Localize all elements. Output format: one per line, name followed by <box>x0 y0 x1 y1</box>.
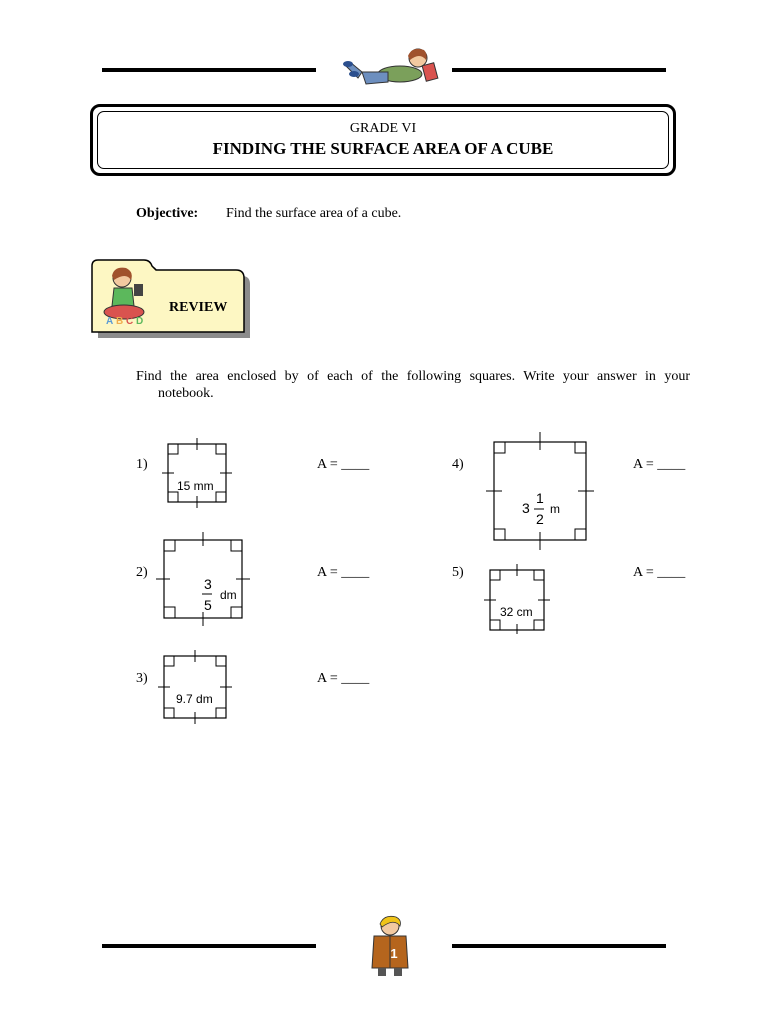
problem-4-number: 4) <box>452 457 464 472</box>
objective-label: Objective: <box>136 206 199 221</box>
problem-1-side-label: 15 mm <box>177 479 214 493</box>
girl-writing-icon: A B C D <box>103 267 145 326</box>
instructions-line-1: Find the area enclosed by of each of the… <box>136 369 690 384</box>
top-rule-left <box>102 68 316 72</box>
problem-4-answer: A = ____ <box>633 457 686 472</box>
problem-1-square <box>162 438 232 508</box>
bottom-rule-right <box>452 944 666 948</box>
problem-1-answer: A = ____ <box>317 457 370 472</box>
top-rule-right <box>452 68 666 72</box>
grade-label: GRADE VI <box>349 121 417 136</box>
boy-reading-book-icon <box>371 915 409 976</box>
title-box: GRADE VI FINDING THE SURFACE AREA OF A C… <box>90 104 676 176</box>
girl-reading-lying-icon <box>343 48 439 85</box>
problem-4-numerator: 1 <box>536 490 544 506</box>
problem-1-number: 1) <box>136 457 148 472</box>
problem-2-denominator: 5 <box>204 597 212 613</box>
problem-2-number: 2) <box>136 565 148 580</box>
instructions: Find the area enclosed by of each of the… <box>136 368 690 402</box>
problem-4-denominator: 2 <box>536 511 544 527</box>
problem-2-answer: A = ____ <box>317 565 370 580</box>
problem-3-side-label: 9.7 dm <box>176 692 213 706</box>
objective-text: Find the surface area of a cube. <box>226 206 402 221</box>
problem-4-square <box>486 432 594 550</box>
problem-4-unit: m <box>550 502 560 516</box>
page-title: FINDING THE SURFACE AREA OF A CUBE <box>212 139 554 158</box>
problem-4-whole: 3 <box>522 500 530 516</box>
problem-3-number: 3) <box>136 671 148 686</box>
instructions-line-2: notebook. <box>158 386 214 401</box>
review-label: REVIEW <box>169 300 228 315</box>
svg-text:D: D <box>136 316 143 326</box>
problem-5-square <box>484 564 550 634</box>
problem-3-answer: A = ____ <box>317 671 370 686</box>
problem-5-number: 5) <box>452 565 464 580</box>
bottom-rule-left <box>102 944 316 948</box>
svg-text:A: A <box>106 316 113 326</box>
problem-2-square <box>156 532 250 626</box>
page-number: 1 <box>390 946 398 961</box>
problem-5-side-label: 32 cm <box>500 605 533 619</box>
problem-5-answer: A = ____ <box>633 565 686 580</box>
problem-2-unit: dm <box>220 588 237 602</box>
problem-3-square <box>158 650 232 724</box>
svg-text:C: C <box>126 316 133 326</box>
objective: Objective: Find the surface area of a cub… <box>136 206 401 222</box>
problem-2-numerator: 3 <box>204 576 212 592</box>
svg-text:B: B <box>116 316 123 326</box>
